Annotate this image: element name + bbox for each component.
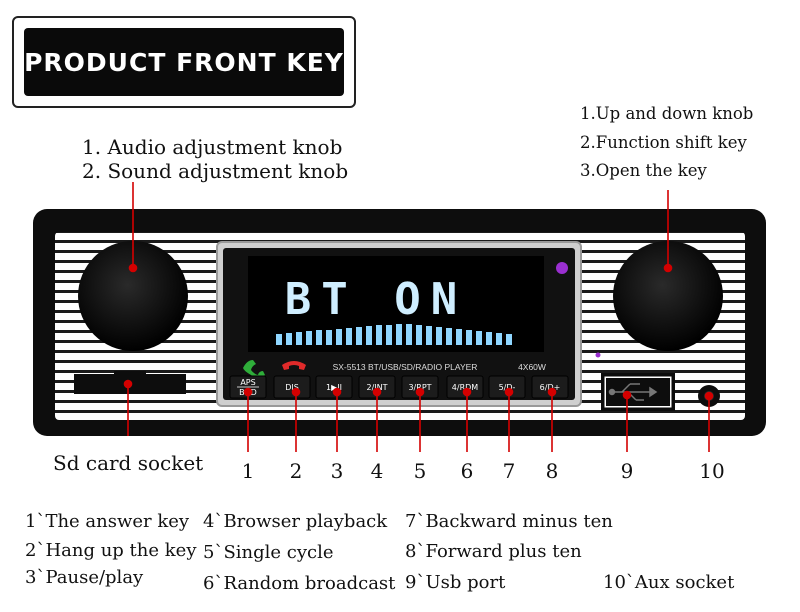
callout-number-9: 9 (620, 459, 634, 483)
sd-card-label: Sd card socket (53, 451, 204, 475)
legend-item-3: 3`Pause/play (25, 567, 144, 588)
button-label: APS (240, 378, 255, 387)
left-knob-label-1: 1. Audio adjustment knob (82, 135, 343, 159)
button-label: 4/RDM (452, 383, 479, 392)
callout-number-4: 4 (370, 459, 384, 483)
button-label: DIS (285, 383, 299, 392)
legend-item-2: 2`Hang up the key (25, 540, 197, 561)
legend-item-10: 10`Aux socket (603, 572, 735, 593)
lcd-main-text: BT ON (285, 274, 467, 325)
dis-button[interactable]: DIS (273, 375, 311, 399)
left-knob (78, 241, 188, 351)
left-knob-label-2: 2. Sound adjustment knob (82, 159, 349, 183)
button-label: 2/INT (366, 383, 387, 392)
lcd-equalizer-bars (276, 324, 512, 345)
callout-number-1: 1 (241, 459, 255, 483)
rdm-button[interactable]: 4/RDM (446, 375, 484, 399)
power-text: 4X60W (518, 362, 546, 372)
page-title: PRODUCT FRONT KEY (24, 28, 344, 96)
title-box: PRODUCT FRONT KEY (12, 16, 356, 108)
callout-number-8: 8 (545, 459, 559, 483)
right-knob (613, 241, 723, 351)
d-minus-button[interactable]: 5/D- (488, 375, 526, 399)
callout-number-3: 3 (330, 459, 344, 483)
legend-item-5: 5`Single cycle (203, 542, 334, 563)
hangup-phone-icon (282, 361, 306, 370)
answer-phone-icon (243, 360, 265, 378)
usb-port (601, 373, 675, 411)
model-text: SX-5513 BT/USB/SD/RADIO PLAYER (333, 362, 478, 372)
d-plus-button[interactable]: 6/D+ (531, 375, 569, 399)
right-knob-label-1: 1.Up and down knob (580, 104, 754, 123)
button-label: 3/RPT (408, 383, 431, 392)
legend-item-9: 9`Usb port (405, 572, 506, 593)
button-label: 1▶II (326, 383, 342, 392)
callout-number-5: 5 (413, 459, 427, 483)
legend-item-8: 8`Forward plus ten (405, 541, 582, 562)
callout-number-6: 6 (460, 459, 474, 483)
legend-item-6: 6`Random broadcast (203, 573, 396, 594)
legend-item-4: 4`Browser playback (203, 511, 388, 532)
button-label: 5/D- (499, 383, 516, 392)
play-pause-button[interactable]: 1▶II (315, 375, 353, 399)
callout-number-7: 7 (502, 459, 516, 483)
legend-item-7: 7`Backward minus ten (405, 511, 613, 532)
right-knob-label-2: 2.Function shift key (580, 133, 747, 152)
indicator-light (556, 262, 568, 274)
callout-lines (123, 182, 714, 452)
callout-number-2: 2 (289, 459, 303, 483)
legend-item-1: 1`The answer key (25, 511, 190, 532)
right-knob-label-3: 3.Open the key (580, 161, 707, 180)
button-label: 6/D+ (540, 383, 561, 392)
callout-number-10: 10 (699, 459, 725, 483)
